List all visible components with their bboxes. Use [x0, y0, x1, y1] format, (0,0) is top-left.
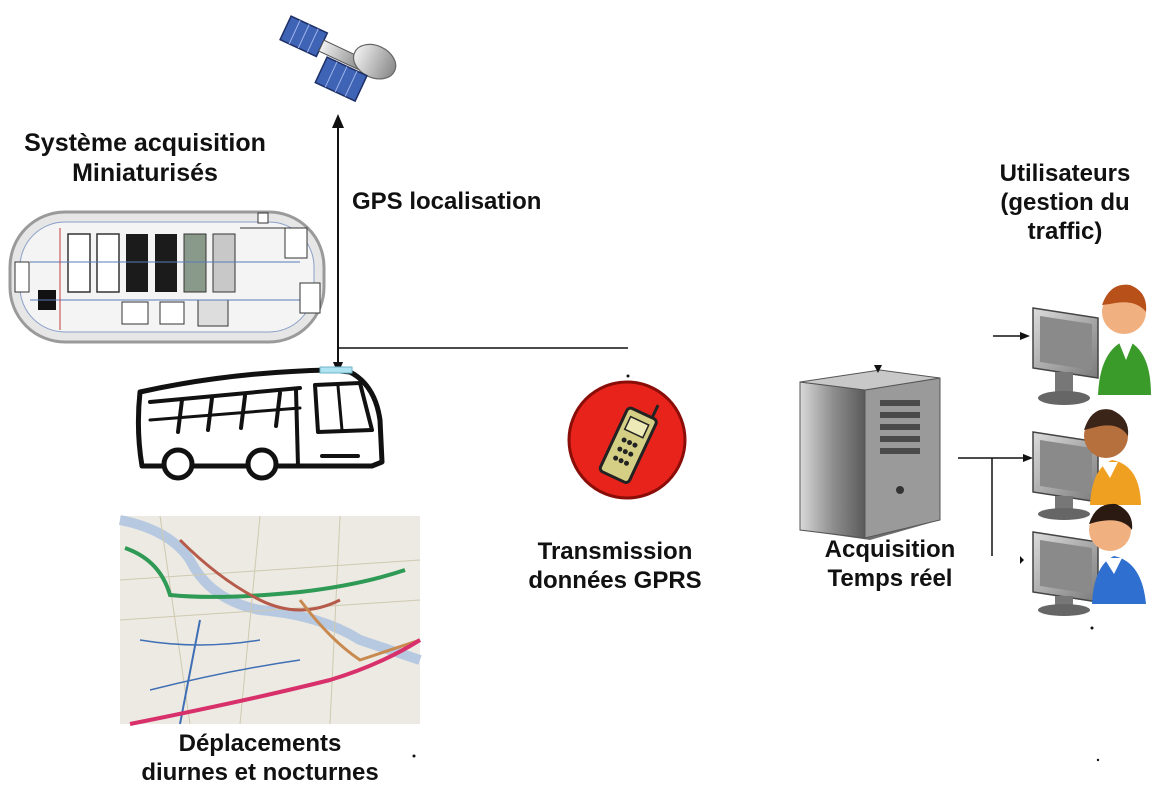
circuit-board-image: [8, 210, 326, 344]
user-connector-lines: [958, 332, 1033, 564]
gprs-phone-icon: [567, 380, 687, 500]
user-workstation-icon: [1032, 503, 1146, 630]
user-workstation-icon: [1032, 284, 1151, 405]
deplacements-label: Déplacements diurnes et nocturnes: [110, 730, 410, 788]
deplacements-label-line2: diurnes et nocturnes: [141, 758, 379, 786]
bus-icon: [135, 366, 385, 481]
users-label-line1: Utilisateurs: [999, 160, 1131, 187]
gps-localisation-label: GPS localisation: [352, 188, 542, 215]
user-workstation-icon: [1032, 409, 1141, 520]
gps-link-arrow: [332, 114, 344, 374]
stray-dot: [1096, 758, 1100, 762]
users-label-line3: traffic): [1027, 217, 1103, 245]
users-label-line2: (gestion du: [1000, 188, 1130, 216]
transmission-label-line2: données GPRS: [528, 566, 702, 594]
system-acquisition-label: Système acquisition Miniaturisés: [10, 128, 280, 188]
acquisition-label: Acquisition Temps réel: [800, 536, 980, 594]
stray-dot: [412, 754, 416, 758]
link-dot: [626, 374, 630, 378]
system-label-line2: Miniaturisés: [72, 159, 218, 187]
satellite-icon: [279, 15, 397, 103]
transmission-label: Transmission données GPRS: [505, 538, 725, 596]
acquisition-label-line2: Temps réel: [827, 564, 953, 592]
transmission-label-line1: Transmission: [537, 538, 693, 565]
server-icon: [799, 365, 941, 540]
deplacements-label-line1: Déplacements: [178, 730, 342, 757]
acquisition-label-line1: Acquisition: [824, 536, 956, 563]
city-map-image: [118, 515, 422, 726]
system-label-line1: Système acquisition: [24, 129, 266, 157]
users-label: Utilisateurs (gestion du traffic): [985, 160, 1145, 246]
